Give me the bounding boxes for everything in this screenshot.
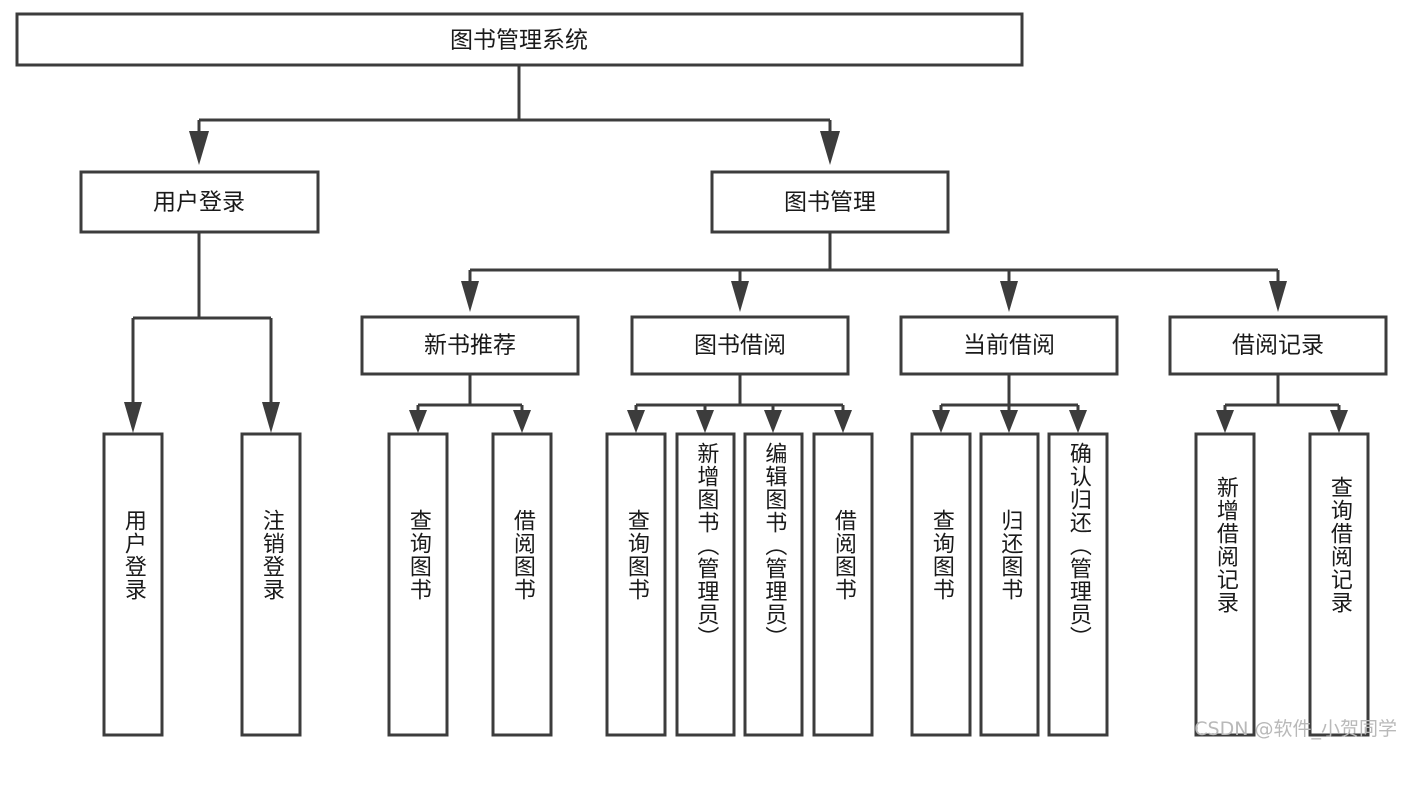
arrow-head-book-mgmt (820, 131, 840, 165)
arrow-head-bb-leaf-1 (627, 410, 645, 433)
node-current-borrow[interactable]: 当前借阅 (899, 315, 1119, 376)
leaf-box-bb-borrow-book[interactable] (812, 432, 874, 737)
leaf-box-cb-return-book[interactable] (979, 432, 1040, 737)
node-book-borrow-box[interactable] (630, 315, 850, 376)
arrow-head-leaf-user-login (124, 402, 142, 433)
arrow-head-bb-leaf-3 (764, 410, 782, 433)
leaf-box-bb-query-book[interactable] (605, 432, 667, 737)
arrow-head-cb-leaf-2 (1000, 410, 1018, 433)
node-current-borrow-label: 当前借阅 (963, 333, 1055, 359)
node-book-borrow[interactable]: 图书借阅 (630, 315, 850, 376)
node-root[interactable]: 图书管理系统 (15, 12, 1024, 67)
arrow-head-cb-leaf-3 (1069, 410, 1087, 433)
leaf-box-logout[interactable] (240, 432, 302, 737)
node-new-book-recommend-box[interactable] (360, 315, 580, 376)
node-borrow-record[interactable]: 借阅记录 (1168, 315, 1388, 376)
arrow-head-leaf-logout (262, 402, 280, 433)
arrow-head-current-borrow (1000, 281, 1018, 312)
node-root-label: 图书管理系统 (450, 28, 588, 54)
arrow-head-user-login (189, 131, 209, 165)
leaf-box-cb-query-book[interactable] (910, 432, 972, 737)
node-book-management-label: 图书管理 (784, 190, 876, 216)
diagram-canvas: 图书管理系统 用户登录 图书管理 (15, 12, 1397, 740)
leaf-box-bb-add-book[interactable] (675, 432, 736, 737)
node-user-login-label: 用户登录 (153, 190, 245, 216)
arrow-head-bb-leaf-4 (834, 410, 852, 433)
arrow-head-nbr-leaf-2 (513, 410, 531, 433)
arrow-head-new-book-rec (461, 281, 479, 312)
node-user-login[interactable]: 用户登录 (79, 170, 320, 234)
arrow-head-bb-leaf-2 (696, 410, 714, 433)
tree-diagram-svg: 图书管理系统 用户登录 图书管理 (15, 12, 1388, 737)
leaf-box-user-login[interactable] (102, 432, 164, 737)
leaf-box-cb-confirm-return[interactable] (1047, 432, 1109, 737)
arrow-head-br-leaf-1 (1216, 410, 1234, 433)
node-current-borrow-box[interactable] (899, 315, 1119, 376)
leaf-box-br-query-record[interactable] (1308, 432, 1370, 737)
node-book-management[interactable]: 图书管理 (710, 170, 950, 234)
arrow-head-cb-leaf-1 (932, 410, 950, 433)
arrow-head-book-borrow (731, 281, 749, 312)
node-new-book-recommend-label: 新书推荐 (424, 333, 516, 359)
node-root-box[interactable] (15, 12, 1024, 67)
leaf-box-nbr-borrow-book[interactable] (491, 432, 553, 737)
node-borrow-record-box[interactable] (1168, 315, 1388, 376)
leaf-box-nbr-query-book[interactable] (387, 432, 449, 737)
arrow-head-nbr-leaf-1 (409, 410, 427, 433)
node-borrow-record-label: 借阅记录 (1232, 333, 1324, 359)
leaf-box-br-add-record[interactable] (1194, 432, 1256, 737)
node-book-management-box[interactable] (710, 170, 950, 234)
node-new-book-recommend[interactable]: 新书推荐 (360, 315, 580, 376)
arrow-head-borrow-record (1269, 281, 1287, 312)
arrow-head-br-leaf-2 (1330, 410, 1348, 433)
leaf-box-bb-edit-book[interactable] (743, 432, 804, 737)
node-book-borrow-label: 图书借阅 (694, 333, 786, 359)
